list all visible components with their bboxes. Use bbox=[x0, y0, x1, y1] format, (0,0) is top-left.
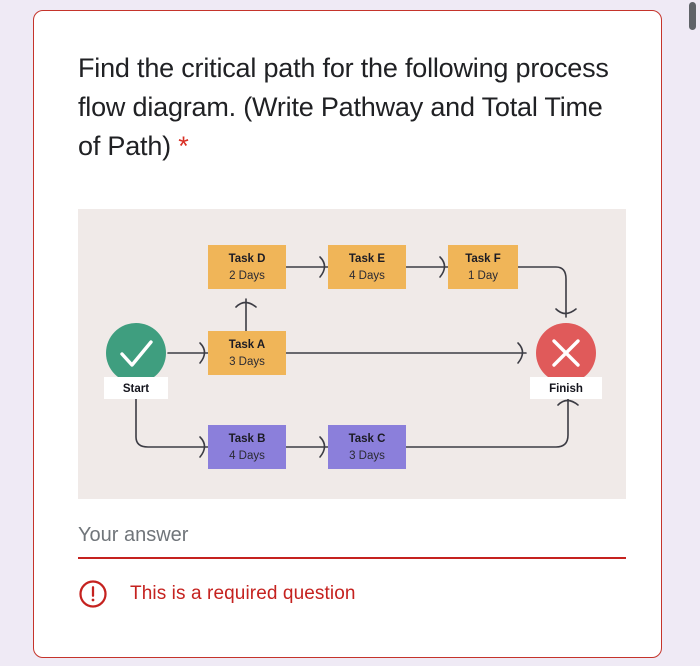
task-node-taskE: Task E 4 Days bbox=[328, 245, 406, 289]
finish-node: Finish bbox=[530, 323, 602, 399]
question-text: Find the critical path for the following… bbox=[78, 53, 609, 161]
finish-label-box bbox=[530, 377, 602, 399]
task-node-taskF: Task F 1 Day bbox=[448, 245, 518, 289]
start-node: Start bbox=[104, 323, 168, 399]
task-duration: 1 Day bbox=[468, 270, 498, 282]
edge-taskA-to-finish bbox=[285, 342, 527, 364]
required-error: This is a required question bbox=[78, 579, 356, 609]
required-asterisk: * bbox=[178, 131, 189, 161]
task-node-taskB: Task B 4 Days bbox=[208, 425, 286, 469]
task-node-taskA: Task A 3 Days bbox=[208, 331, 286, 375]
start-circle bbox=[106, 323, 166, 383]
edge-start-to-taskB bbox=[135, 386, 209, 458]
edge-taskE-to-taskF bbox=[405, 256, 449, 278]
task-node-taskC: Task C 3 Days bbox=[328, 425, 406, 469]
task-name: Task A bbox=[229, 339, 265, 351]
task-duration: 2 Days bbox=[229, 270, 265, 282]
edge-taskC-to-finish bbox=[405, 396, 579, 448]
task-duration: 4 Days bbox=[349, 270, 385, 282]
vertical-scrollbar[interactable] bbox=[686, 0, 700, 666]
task-name: Task C bbox=[349, 433, 386, 445]
check-icon bbox=[120, 340, 153, 367]
scrollbar-thumb[interactable] bbox=[689, 2, 696, 30]
task-duration: 3 Days bbox=[349, 450, 385, 462]
exclamation-circle-icon bbox=[79, 580, 107, 608]
task-duration: 4 Days bbox=[229, 450, 265, 462]
task-node-taskD: Task D 2 Days bbox=[208, 245, 286, 289]
edge-taskD-to-taskE bbox=[285, 256, 329, 278]
process-flow-diagram-image: .arrow-line { fill:none; stroke:#3c3c44;… bbox=[78, 209, 626, 499]
start-label: Start bbox=[123, 383, 149, 395]
task-duration: 3 Days bbox=[229, 356, 265, 368]
edge-taskF-to-finish bbox=[517, 266, 577, 318]
answer-underline bbox=[78, 557, 626, 559]
task-name: Task B bbox=[229, 433, 266, 445]
edge-start-to-taskA bbox=[167, 342, 209, 364]
task-name: Task D bbox=[229, 253, 266, 265]
close-icon bbox=[552, 339, 580, 367]
task-name: Task F bbox=[465, 253, 501, 265]
finish-label: Finish bbox=[549, 383, 583, 395]
answer-input[interactable] bbox=[78, 524, 626, 557]
question-card: Find the critical path for the following… bbox=[33, 10, 662, 658]
page-title: Find the critical path for the following… bbox=[78, 49, 630, 166]
edge-taskB-to-taskC bbox=[285, 436, 329, 458]
answer-field-wrapper bbox=[78, 524, 626, 559]
start-label-box bbox=[104, 377, 168, 399]
task-name: Task E bbox=[349, 253, 386, 265]
error-message: This is a required question bbox=[130, 583, 356, 604]
